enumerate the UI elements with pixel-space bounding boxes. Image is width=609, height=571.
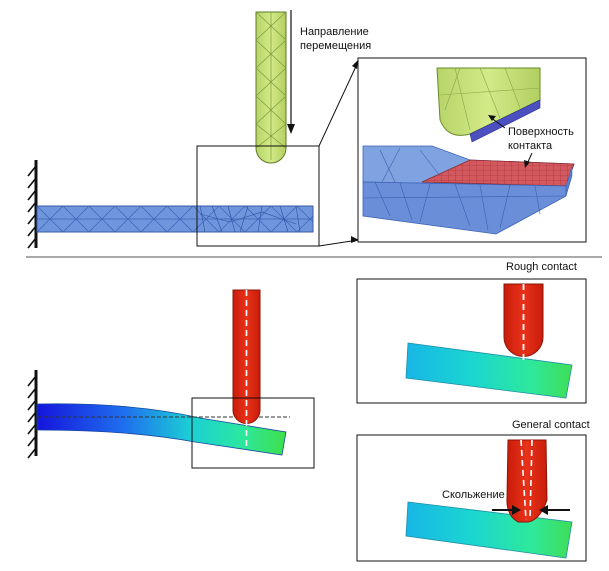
- movement-direction-label-2: перемещения: [300, 40, 371, 52]
- inset-contact-surface: Поверхность контакта: [357, 57, 587, 243]
- fixed-support-top: [27, 160, 38, 249]
- zoom-box-top: [196, 145, 320, 247]
- contact-surface-arrows: [488, 115, 533, 168]
- fixed-support-bottom: [27, 370, 38, 459]
- top-mesh-model: Направление перемещения Поверхно: [27, 10, 587, 249]
- zoom-lines-top: [318, 60, 359, 247]
- bottom-results: Rough contact General contact Скольжение: [27, 261, 590, 562]
- contact-surface-label-2: контакта: [508, 140, 553, 152]
- movement-direction-label-1: Направление: [300, 26, 369, 38]
- sliding-arrows: [492, 505, 570, 515]
- indenter-mesh: [255, 11, 287, 164]
- sliding-label: Скольжение: [442, 489, 505, 501]
- general-contact-label: General contact: [512, 419, 590, 431]
- indenter-result: [232, 289, 261, 424]
- rough-contact-label: Rough contact: [506, 261, 577, 273]
- beam-mesh: [36, 205, 314, 233]
- zoom-box-bottom: [191, 397, 315, 469]
- movement-arrow: [287, 10, 295, 134]
- inset-general-contact: General contact Скольжение: [356, 419, 590, 562]
- inset-rough-contact: Rough contact: [356, 261, 587, 404]
- contact-surface-label-1: Поверхность: [508, 126, 574, 138]
